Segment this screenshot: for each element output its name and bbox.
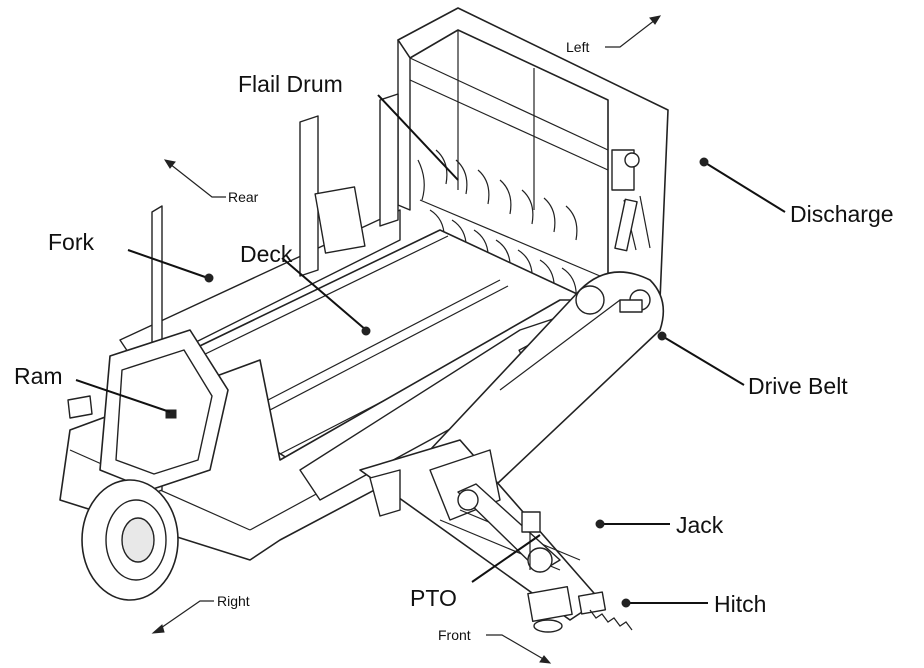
arrow-front — [486, 634, 546, 661]
label-left: Left — [566, 39, 589, 55]
label-discharge: Discharge — [790, 201, 894, 227]
label-front: Front — [438, 627, 471, 643]
dot-deck — [361, 326, 371, 336]
label-hitch: Hitch — [714, 591, 766, 617]
dot-fork — [204, 273, 214, 283]
leader-discharge — [703, 161, 786, 213]
label-jack: Jack — [676, 512, 724, 538]
dot-jack — [595, 519, 605, 529]
leader-lines — [75, 94, 786, 608]
leader-flail-drum — [377, 94, 459, 181]
label-rear: Rear — [228, 189, 259, 205]
label-pto: PTO — [410, 585, 457, 611]
leader-deck — [281, 257, 367, 331]
leader-fork — [127, 249, 209, 279]
jack-post — [521, 511, 541, 570]
direction-arrows — [151, 15, 662, 664]
label-flail-drum: Flail Drum — [238, 71, 343, 97]
label-drive-belt: Drive Belt — [748, 373, 848, 399]
machine-illustration — [59, 7, 669, 633]
arrow-right-head — [151, 624, 165, 634]
label-deck: Deck — [240, 241, 293, 267]
arrow-rear-head — [163, 159, 176, 169]
arrow-left-head — [649, 15, 662, 25]
label-ram: Ram — [14, 363, 63, 389]
dot-drive-belt — [657, 331, 667, 341]
tongue — [359, 439, 607, 633]
leader-pto — [471, 534, 541, 583]
leader-ram — [75, 379, 171, 413]
arrow-front-head — [539, 655, 552, 664]
label-fork: Fork — [48, 229, 95, 255]
wheel — [81, 479, 179, 601]
pto-shaft — [457, 483, 633, 631]
arrow-rear — [169, 163, 226, 198]
drive-belt-guard — [415, 271, 665, 509]
label-right: Right — [217, 593, 250, 609]
dot-hitch — [621, 598, 631, 608]
arrow-right — [157, 600, 214, 631]
dot-discharge — [699, 157, 709, 167]
part-labels: Flail Drum Fork Deck Ram Discharge Drive… — [14, 71, 894, 617]
discharge-housing — [397, 7, 669, 301]
leader-drive-belt — [661, 335, 745, 386]
arrow-left — [605, 19, 656, 48]
direction-labels: Left Rear Right Front — [217, 39, 589, 643]
